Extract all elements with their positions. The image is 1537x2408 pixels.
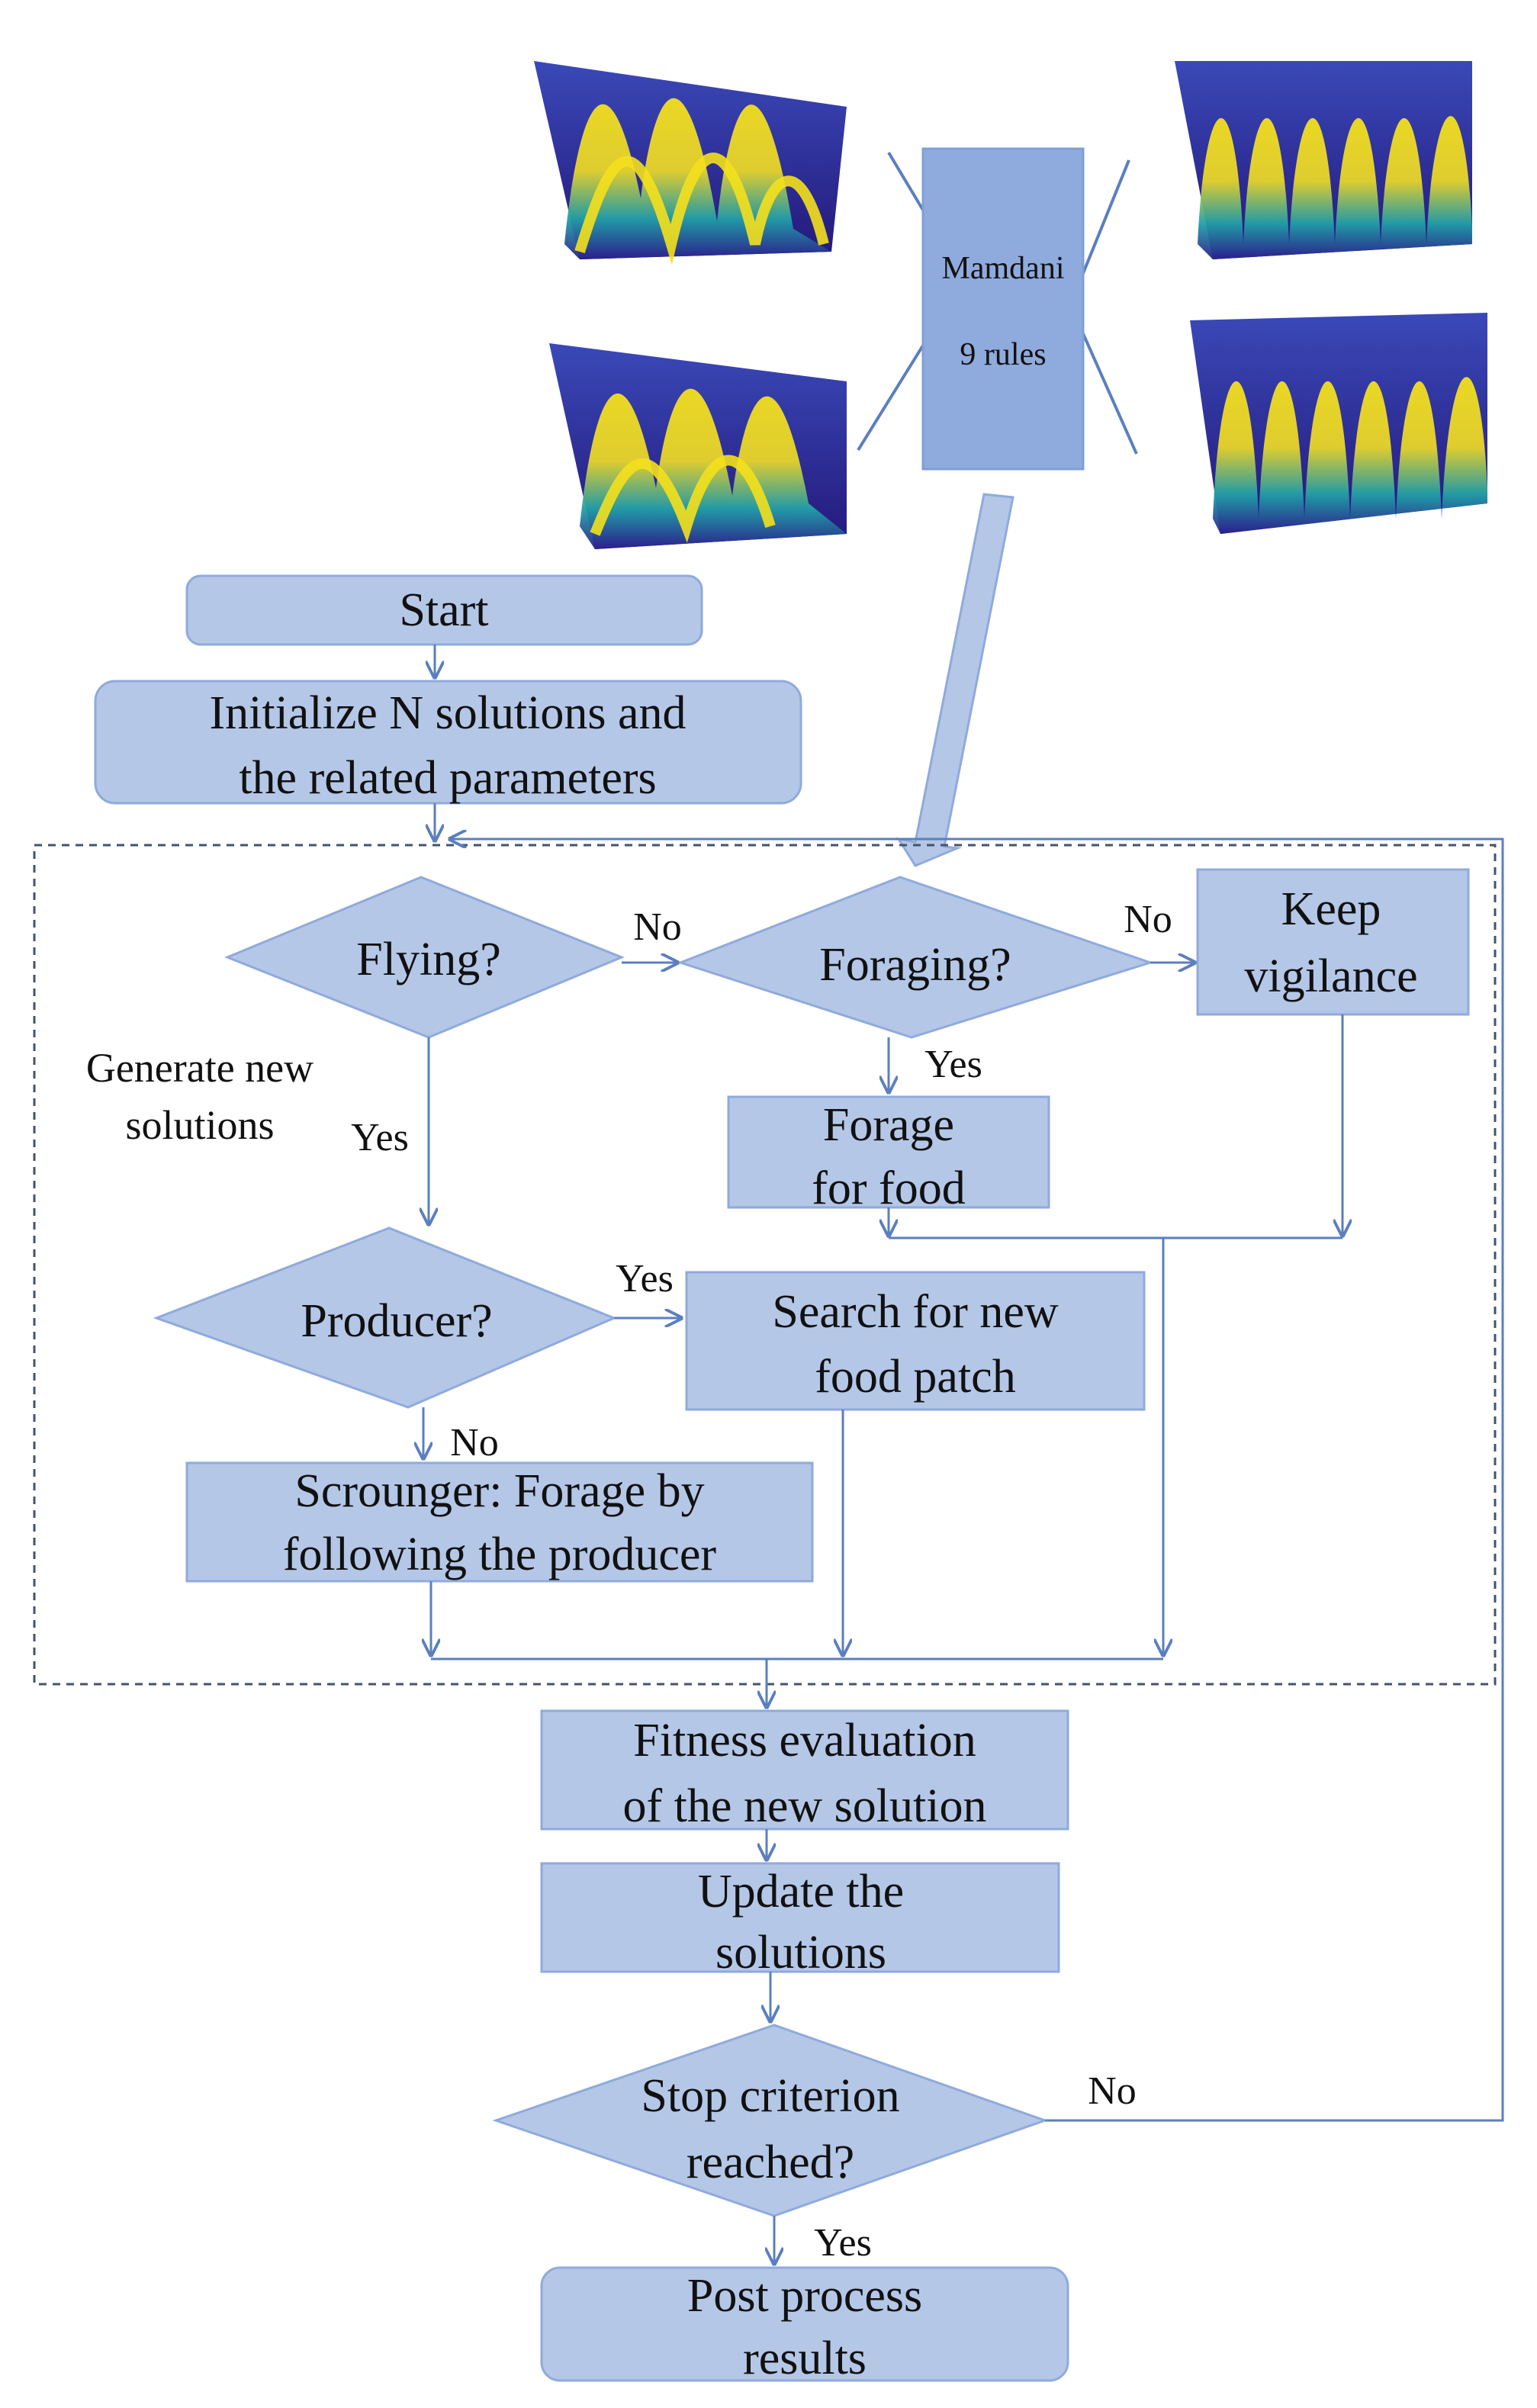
forage-for-food-node: Forage for food [727, 1095, 1050, 1214]
post-line2: results [743, 2332, 867, 2384]
flying-label: Flying? [356, 934, 500, 985]
generate-note-line1: Generate new [86, 1045, 314, 1091]
initialize-label-line2: the related parameters [239, 752, 656, 804]
producer-decision: Producer? [153, 1227, 617, 1409]
update-line2: solutions [715, 1927, 886, 1979]
keep-vigilance-line2: vigilance [1244, 950, 1417, 1002]
search-patch-line1: Search for new [772, 1286, 1058, 1338]
producer-label: Producer? [301, 1295, 492, 1347]
update-line1: Update the [698, 1866, 904, 1918]
flying-decision: Flying? [224, 876, 625, 1039]
start-node: Start [185, 574, 703, 646]
forage-food-line1: Forage [823, 1099, 954, 1151]
membership-surface-bottom-left [549, 343, 847, 549]
stop-no-label: No [1088, 2069, 1137, 2113]
stop-yes-label: Yes [814, 2221, 872, 2265]
membership-surface-top-left [534, 61, 847, 265]
search-patch-line2: food patch [815, 1351, 1015, 1403]
post-line1: Post process [687, 2270, 922, 2322]
fuzzy-feed-arrow [896, 493, 1014, 867]
mamdani-box: Mamdani 9 rules [921, 147, 1085, 471]
foraging-yes-label: Yes [924, 1043, 982, 1086]
initialize-label-line1: Initialize N solutions and [209, 687, 686, 739]
flying-yes-label: Yes [351, 1116, 409, 1159]
rules-count-label: 9 rules [960, 337, 1046, 372]
fitness-evaluation-node: Fitness evaluation of the new solution [540, 1709, 1069, 1832]
foraging-label: Foraging? [819, 939, 1011, 991]
membership-surface-bottom-right [1190, 313, 1487, 534]
stop-line1: Stop criterion [641, 2070, 899, 2122]
foraging-decision: Foraging? [677, 876, 1154, 1039]
stop-line2: reached? [687, 2136, 854, 2188]
fitness-line1: Fitness evaluation [633, 1715, 976, 1767]
scrounger-line1: Scrounger: Forage by [294, 1465, 704, 1517]
fitness-line2: of the new solution [623, 1780, 987, 1832]
keep-vigilance-node: Keep vigilance [1196, 868, 1470, 1016]
scrounger-line2: following the producer [283, 1529, 717, 1580]
foraging-no-label: No [1124, 898, 1172, 941]
flying-no-label: No [633, 905, 682, 949]
post-process-node: Post process results [540, 2266, 1069, 2384]
producer-no-label: No [450, 1421, 499, 1464]
keep-vigilance-line1: Keep [1281, 883, 1381, 935]
forage-food-line2: for food [812, 1162, 965, 1214]
generate-solutions-region [33, 844, 1497, 1686]
generate-note-line2: solutions [125, 1102, 274, 1148]
mamdani-label: Mamdani [942, 251, 1065, 286]
stop-criterion-decision: Stop criterion reached? [492, 2024, 1049, 2217]
initialize-node: Initialize N solutions and the related p… [94, 680, 802, 805]
search-food-patch-node: Search for new food patch [685, 1271, 1146, 1411]
scrounger-node: Scrounger: Forage by following the produ… [185, 1461, 814, 1583]
update-solutions-node: Update the solutions [540, 1862, 1060, 1979]
start-label: Start [399, 584, 488, 636]
membership-surface-top-right [1175, 61, 1472, 259]
producer-yes-label: Yes [616, 1257, 674, 1300]
